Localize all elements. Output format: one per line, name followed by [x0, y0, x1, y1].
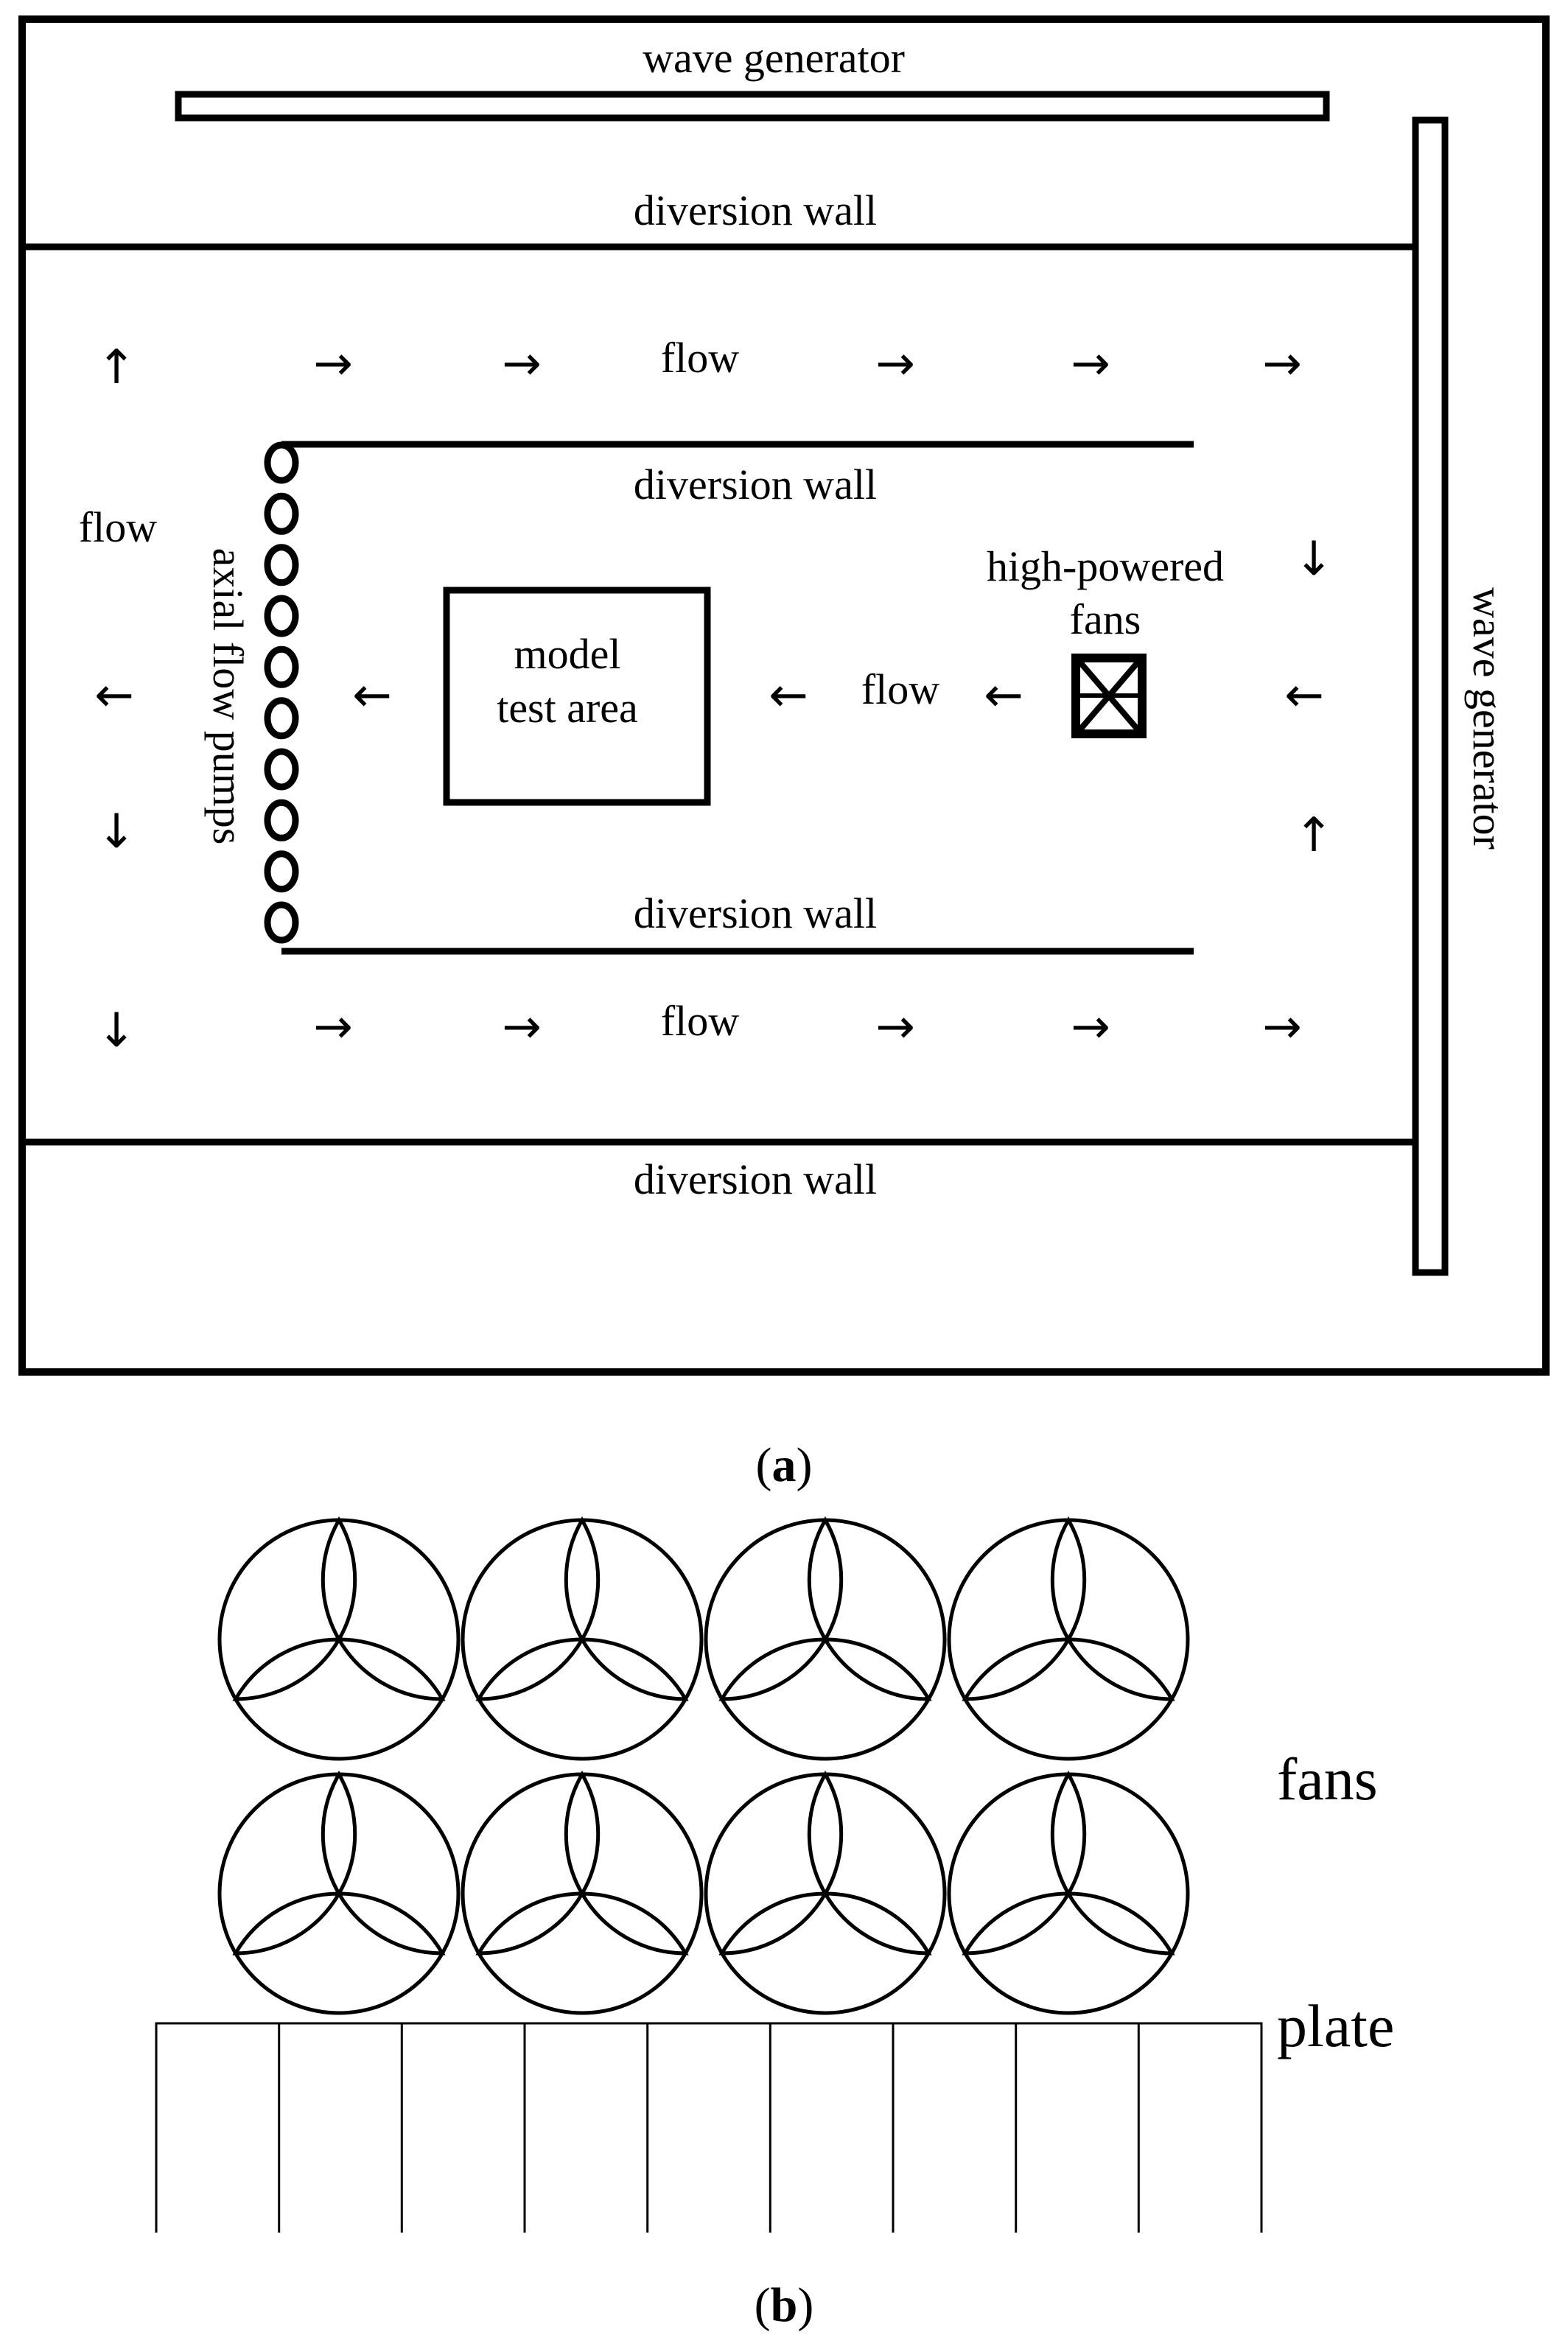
fan-icon — [947, 1516, 1190, 1761]
axial-flow-pump-icon — [264, 595, 299, 637]
fan-icon — [217, 1770, 461, 2015]
flow-arrow: → — [313, 337, 353, 391]
plate-label: plate — [1277, 1992, 1394, 2059]
high-powered-fan-icon — [1071, 654, 1147, 738]
axial-flow-pumps-label: axial flow pumps — [204, 548, 252, 845]
flow-label-bottom: flow — [661, 997, 739, 1045]
fan-icon — [461, 1516, 704, 1761]
diversion-wall-lower-label: diversion wall — [634, 1155, 877, 1203]
axial-flow-pump-icon — [264, 901, 299, 944]
flow-arrow: ↓ — [1294, 532, 1334, 587]
axial-flow-pumps — [264, 441, 299, 944]
axial-flow-pump-icon — [264, 441, 299, 484]
flow-arrow: ← — [769, 668, 808, 723]
flow-arrow: → — [1262, 337, 1302, 391]
diversion-wall-inner-top-label: diversion wall — [634, 461, 877, 508]
model-test-area-box — [443, 587, 711, 806]
axial-flow-pump-icon — [264, 850, 299, 893]
model-test-area-label-line2: test area — [497, 684, 638, 732]
flow-arrow: ↓ — [97, 805, 136, 859]
flow-arrow: ← — [1284, 668, 1324, 723]
flow-arrow: ← — [352, 668, 392, 723]
flow-arrow: → — [875, 337, 915, 391]
wave-generator-top-bar — [175, 91, 1330, 122]
high-powered-fans-label-line2: fans — [1070, 595, 1141, 643]
flow-arrow: ← — [984, 668, 1023, 723]
flow-arrow: → — [1262, 1000, 1302, 1054]
diversion-wall-upper-label: diversion wall — [634, 186, 877, 234]
plate-outline — [155, 2022, 1263, 2233]
wave-generator-top-label: wave generator — [643, 34, 905, 82]
fan-grid — [217, 1516, 1190, 2015]
axial-flow-pump-icon — [264, 492, 299, 535]
flow-arrow: → — [1071, 337, 1110, 391]
fan-icon — [704, 1770, 947, 2015]
caption-a: (a) — [756, 1438, 813, 1492]
fan-icon — [704, 1516, 947, 1761]
flow-label-left: flow — [79, 503, 157, 551]
panel-b: fans plate (b) — [155, 1516, 1394, 2332]
wave-generator-right-label: wave generator — [1464, 587, 1512, 850]
tank-outline — [18, 15, 1550, 1376]
flow-arrow: → — [502, 337, 542, 391]
axial-flow-pump-icon — [264, 544, 299, 587]
flow-arrow: → — [313, 1000, 353, 1054]
flow-arrow: → — [502, 1000, 542, 1054]
flow-arrow: → — [875, 1000, 915, 1054]
caption-b: (b) — [755, 2278, 814, 2332]
flow-arrow: ↑ — [97, 340, 136, 395]
fan-icon — [461, 1770, 704, 2015]
panel-a: wave generator wave generator diversion … — [18, 15, 1550, 1492]
wave-generator-right-bar — [1412, 116, 1449, 1276]
flow-arrow: ↑ — [1294, 808, 1334, 863]
fan-icon — [217, 1516, 461, 1761]
model-test-area-label-line1: model — [514, 630, 621, 678]
flow-arrow: ← — [94, 668, 134, 723]
flow-arrow: → — [1071, 1000, 1110, 1054]
plate — [155, 2022, 1263, 2233]
fan-icon — [947, 1770, 1190, 2015]
axial-flow-pump-icon — [264, 799, 299, 841]
flow-arrow: ↓ — [97, 1004, 136, 1058]
fans-label: fans — [1277, 1746, 1378, 1813]
axial-flow-pump-icon — [264, 645, 299, 688]
flow-label-center: flow — [861, 665, 939, 713]
axial-flow-pump-icon — [264, 697, 299, 740]
flow-label-top: flow — [661, 334, 739, 382]
high-powered-fans-label-line1: high-powered — [987, 542, 1224, 590]
axial-flow-pump-icon — [264, 748, 299, 791]
diversion-wall-inner-bottom-label: diversion wall — [634, 889, 877, 937]
